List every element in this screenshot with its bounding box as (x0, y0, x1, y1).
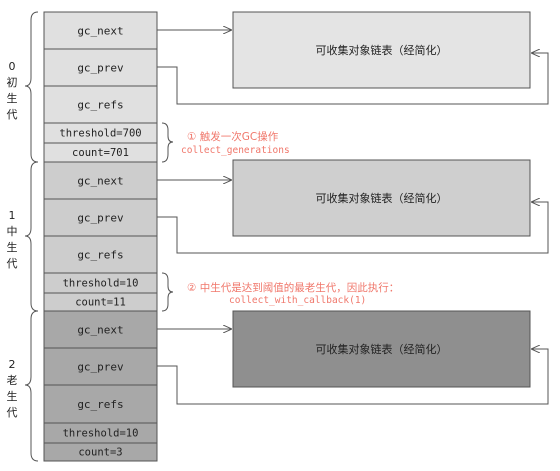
annotation-1: ① 触发一次GC操作 collect_generations (161, 122, 290, 163)
gen0-label-char-2: 生 (7, 91, 18, 105)
gen0-brace (24, 11, 39, 163)
gen2-prev-arrow (157, 349, 549, 405)
annotation-1-call: collect_generations (181, 145, 290, 156)
gen0-threshold-label: threshold=700 (59, 128, 141, 140)
gen2-gc-prev-cell (43, 347, 158, 386)
gen0-prev-arrow (157, 53, 549, 105)
gen2-gc-next-cell (43, 310, 158, 349)
gen1-prev-arrow (157, 202, 549, 254)
gen2-brace (24, 310, 39, 462)
gen2-gc-prev-label: gc_prev (77, 361, 124, 374)
gen0-label-char-0: 0 (9, 60, 16, 73)
gen1-label-char-2: 生 (7, 240, 18, 254)
gen0-gc-refs-cell (43, 85, 158, 124)
gen0-gc-next-cell (43, 11, 158, 50)
gen1-label-char-0: 1 (9, 209, 16, 222)
annotation-1-title: ① 触发一次GC操作 (187, 130, 279, 143)
gen1-count-label: count=11 (75, 297, 126, 309)
gen0-label-char-1: 初 (7, 75, 18, 89)
gen1-collectable-list-label: 可收集对象链表（经简化） (316, 191, 448, 205)
annotation-2-brace (161, 272, 174, 312)
gen2-collectable-list (232, 310, 531, 388)
gen1-threshold-label: threshold=10 (63, 278, 139, 290)
gen2-count-label: count=3 (78, 447, 122, 459)
gen2-count-cell (43, 442, 158, 462)
gen1-gc-next-label: gc_next (77, 175, 123, 188)
gen0-collectable-list (232, 11, 531, 89)
gen1-gc-next-cell (43, 161, 158, 200)
gen0-label-char-3: 代 (7, 108, 18, 121)
gen0-gc-next-label: gc_next (77, 25, 123, 38)
gen0-count-label: count=701 (72, 147, 129, 159)
gen0-collectable-list-label: 可收集对象链表（经简化） (316, 43, 448, 57)
gen2-label-char-2: 生 (7, 389, 18, 403)
gen2-gc-next-label: gc_next (77, 324, 123, 337)
gen1-label-char-3: 代 (7, 257, 18, 270)
gen2-label-char-1: 老 (7, 374, 18, 387)
generation-1: 1 中 生 代 gc_next gc_prev gc_refs threshol… (7, 159, 549, 312)
gen1-gc-refs-label: gc_refs (77, 249, 123, 262)
gen1-collectable-list (232, 159, 531, 237)
gen2-gc-refs-label: gc_refs (77, 398, 123, 411)
gen1-gc-prev-label: gc_prev (77, 212, 124, 225)
annotation-2-call: collect_with_callback(1) (229, 295, 366, 306)
gen1-label-char-1: 中 (7, 225, 18, 238)
gen2-gc-refs-cell (43, 384, 158, 424)
gen0-gc-refs-label: gc_refs (77, 99, 123, 112)
annotation-1-brace (161, 122, 174, 163)
generation-0: 0 初 生 代 gc_next gc_prev gc_refs threshol… (7, 11, 549, 163)
gen1-brace (24, 161, 39, 312)
annotation-2: ② 中生代是达到阈值的最老生代，因此执行： collect_with_callb… (161, 272, 399, 312)
gen2-label-char-3: 代 (7, 406, 18, 419)
gen2-collectable-list-label: 可收集对象链表（经简化） (316, 342, 448, 356)
gen2-label-char-0: 2 (9, 358, 16, 371)
gen0-gc-prev-label: gc_prev (77, 62, 124, 75)
annotation-2-title: ② 中生代是达到阈值的最老生代，因此执行： (187, 281, 399, 294)
generation-2: 2 老 生 代 gc_next gc_prev gc_refs threshol… (7, 310, 549, 462)
gen2-threshold-label: threshold=10 (63, 428, 139, 440)
